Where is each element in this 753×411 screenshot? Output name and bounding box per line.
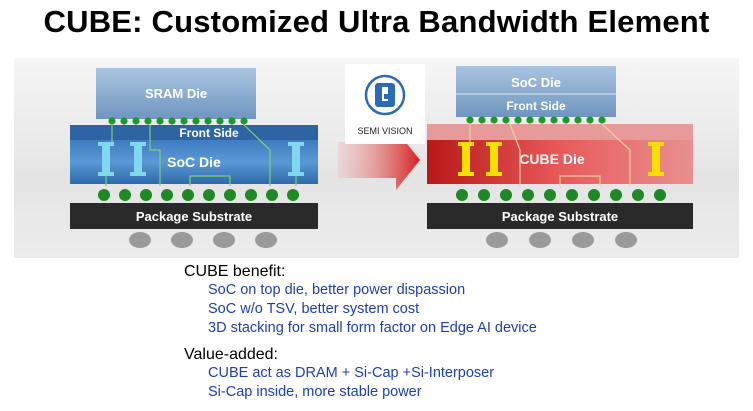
left-package-substrate-label: Package Substrate [136, 209, 252, 224]
logo-mark-icon [364, 74, 406, 116]
left-solder-balls [129, 232, 277, 248]
notes: CUBE benefit: SoC on top die, better pow… [184, 262, 537, 402]
right-routing [469, 123, 631, 186]
cube-die-label: CUBE Die [519, 151, 585, 167]
top-soc-die [456, 66, 616, 117]
transition-arrow [338, 130, 420, 190]
left-stack: SRAM Die Front Side SoC Die Package Subs… [70, 68, 318, 248]
right-microbumps [466, 116, 606, 124]
benefit-item: 3D stacking for small form factor on Edg… [208, 320, 537, 336]
left-c4-bumps [98, 189, 299, 201]
left-microbumps [108, 117, 248, 125]
benefit-item: SoC on top die, better power dispassion [208, 282, 466, 298]
left-package-substrate [70, 203, 318, 229]
sram-die [96, 68, 256, 119]
right-c4-bumps [456, 189, 666, 201]
page-title: CUBE: Customized Ultra Bandwidth Element [43, 4, 710, 39]
value-heading: Value-added: [184, 346, 278, 363]
value-item: Si-Cap inside, more stable power [208, 384, 422, 400]
top-soc-die-label: SoC Die [511, 75, 561, 90]
right-solder-balls [486, 232, 637, 248]
right-package-substrate [427, 203, 693, 229]
right-package-substrate-label: Package Substrate [502, 209, 618, 224]
value-item: CUBE act as DRAM + Si-Cap +Si-Interposer [208, 365, 495, 381]
semi-vision-logo: SEMI VISION [345, 64, 425, 144]
left-tsvs [98, 142, 304, 176]
benefit-item: SoC w/o TSV, better system cost [208, 301, 420, 317]
logo-text: SEMI VISION [357, 126, 413, 136]
soc-die-label: SoC Die [167, 154, 221, 170]
cube-top-layer [427, 124, 693, 140]
benefit-heading: CUBE benefit: [184, 263, 286, 280]
right-tsvs [458, 142, 664, 176]
right-front-side-label: Front Side [506, 99, 566, 113]
left-front-side-label: Front Side [179, 126, 239, 140]
soc-die [70, 140, 318, 184]
left-routing [105, 124, 297, 186]
right-stack: SoC Die Front Side CUBE Die Package Subs… [427, 66, 693, 248]
sram-die-label: SRAM Die [145, 86, 207, 101]
